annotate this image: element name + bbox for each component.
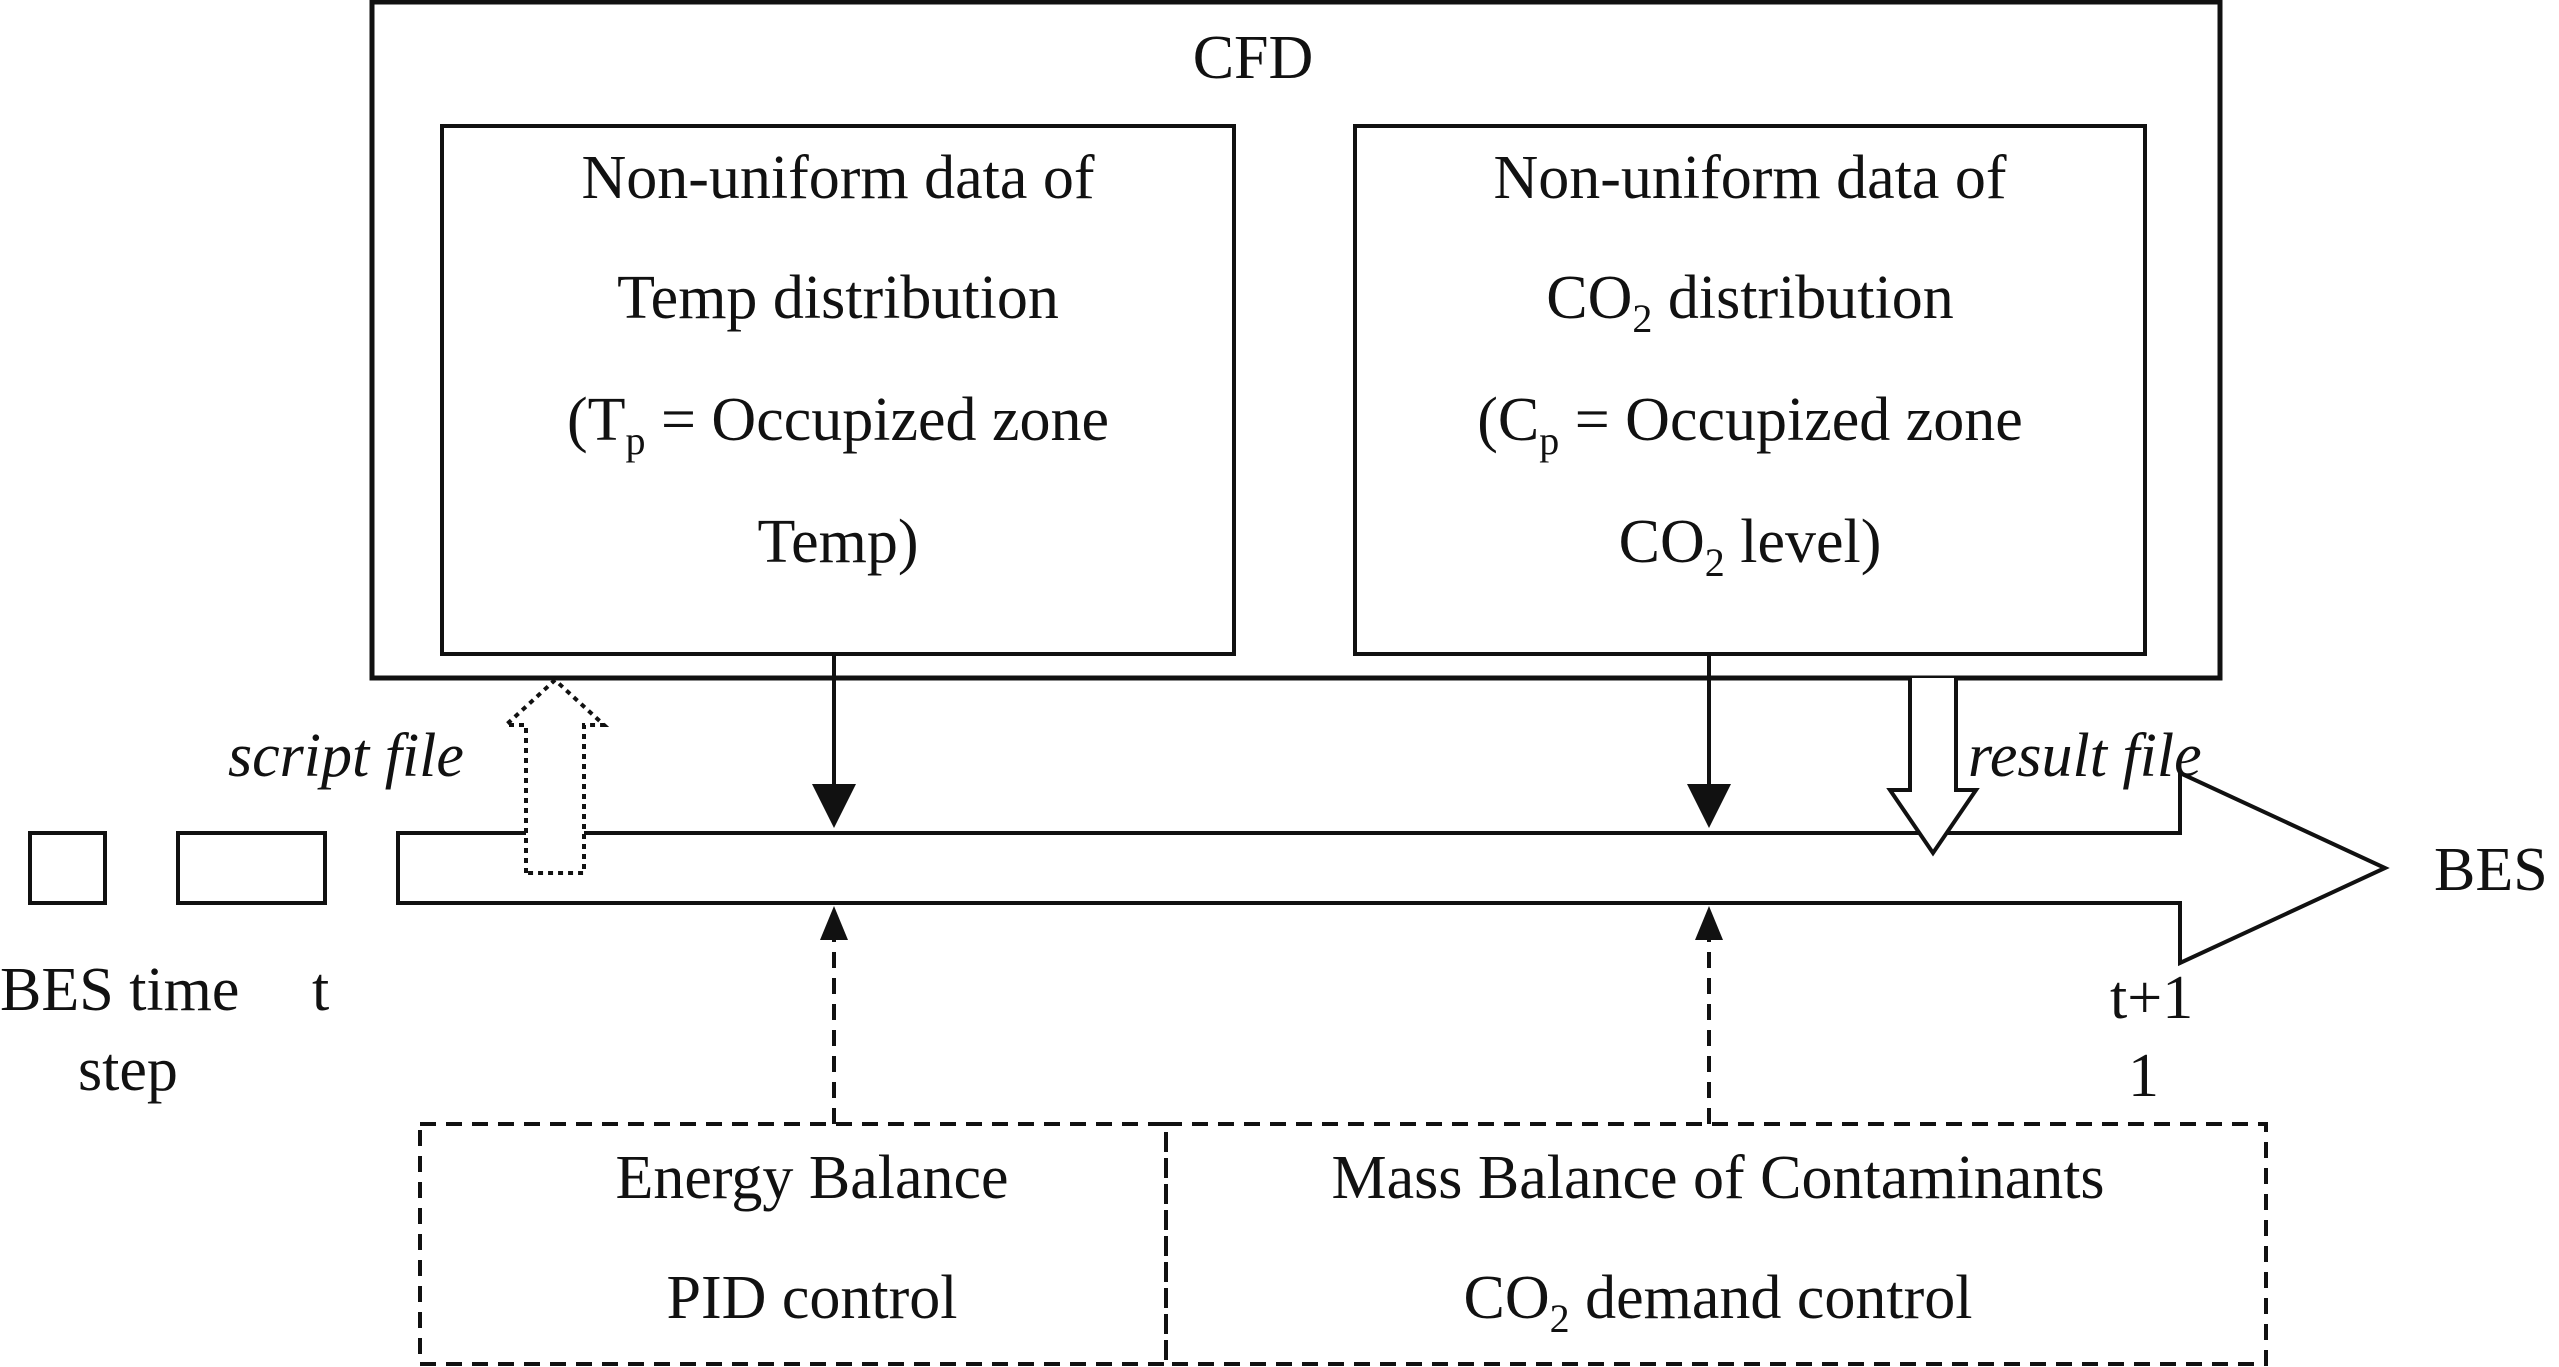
temp-box-line4: Temp)	[758, 508, 919, 576]
time-t-plus-1-label: t+1	[2110, 964, 2193, 1032]
energy-balance-line1: Energy Balance	[615, 1144, 1008, 1212]
energy-to-bes-arrowhead	[820, 906, 848, 940]
bes-label: BES	[2434, 836, 2548, 904]
energy-balance-line2: PID control	[666, 1264, 957, 1332]
temp-to-bes-arrowhead	[812, 784, 856, 828]
bes-time-step-label-1: BES time	[0, 956, 239, 1024]
cfd-box	[369, 0, 2223, 681]
bes-timeline-arrow	[396, 769, 2390, 967]
co2-to-bes-arrowhead	[1687, 784, 1731, 828]
co2-box-line3: (Cp = Occupized zone	[1477, 386, 2023, 463]
timeline-small-box-2	[176, 831, 327, 905]
time-t-label: t	[312, 956, 329, 1024]
script-file-arrow	[500, 677, 610, 875]
result-file-arrow	[1886, 678, 1980, 857]
cfd-title: CFD	[1193, 24, 1314, 92]
temp-box-line2: Temp distribution	[617, 264, 1059, 332]
temp-box-line3: (Tp = Occupized zone	[567, 386, 1109, 463]
co2-distribution-box	[1353, 124, 2147, 656]
temp-distribution-box	[440, 124, 1236, 656]
mass-balance-line1: Mass Balance of Contaminants	[1331, 1144, 2104, 1212]
bes-time-step-label-2: step	[78, 1036, 178, 1104]
co2-box-line4: CO2 level)	[1619, 508, 1882, 585]
time-one-label: 1	[2128, 1042, 2159, 1110]
mass-balance-line2: CO2 demand control	[1463, 1264, 1972, 1341]
co2-box-line1: Non-uniform data of	[1493, 144, 2006, 212]
timeline-small-box-1	[28, 831, 107, 905]
temp-box-line1: Non-uniform data of	[581, 144, 1094, 212]
script-file-label: script file	[228, 722, 464, 790]
mass-balance-box	[1164, 1122, 2268, 1366]
mass-to-bes-arrowhead	[1695, 906, 1723, 940]
co2-box-line2: CO2 distribution	[1546, 264, 1954, 341]
result-file-label: result file	[1968, 722, 2202, 790]
